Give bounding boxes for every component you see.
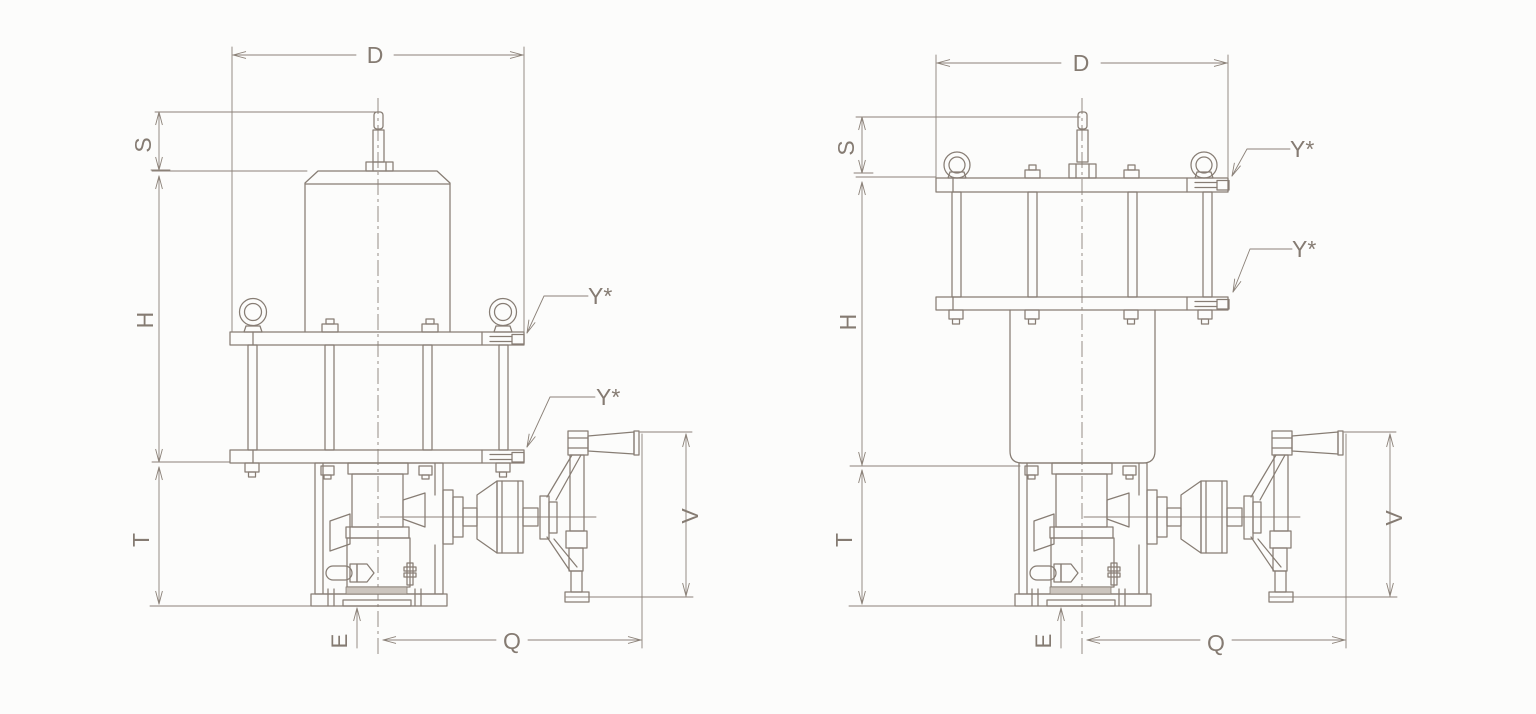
top-flange-left <box>229 331 525 346</box>
callout-y-top-right: Y* <box>1290 136 1314 162</box>
dim-label-d-left: D <box>367 42 384 68</box>
callout-y-bottom-right: Y* <box>1292 236 1316 262</box>
dim-label-v-left: V <box>677 508 703 524</box>
dim-label-t-right: T <box>831 533 857 547</box>
flange-bolts-left <box>321 318 439 333</box>
cylinder-left <box>304 170 451 333</box>
right-view: D S H T E Q V Y* Y* <box>831 50 1407 657</box>
eyebolt-icon <box>943 151 1218 179</box>
dim-label-d-right: D <box>1073 50 1090 76</box>
dim-label-e-left: E <box>327 634 352 649</box>
dimensions-left <box>149 46 596 607</box>
top-flange-right <box>935 177 1230 193</box>
dim-label-s-right: S <box>833 140 859 155</box>
dim-label-v-right: V <box>1381 510 1407 526</box>
left-view: D S H T E Q V Y* Y* <box>128 42 703 657</box>
dim-label-e-right: E <box>1031 634 1056 649</box>
dimensions-right <box>848 54 1293 607</box>
callout-y-bottom-left: Y* <box>596 384 620 410</box>
callout-y-top-left: Y* <box>588 283 612 309</box>
cylinder-right <box>1009 309 1156 464</box>
dim-label-s-left: S <box>130 137 156 152</box>
dim-label-h-right: H <box>835 314 861 331</box>
dim-label-q-right: Q <box>1207 630 1225 656</box>
eyebolt-icon <box>238 297 518 333</box>
dim-label-q-left: Q <box>503 628 521 654</box>
dim-label-h-left: H <box>132 312 158 329</box>
bottom-flange-left <box>229 449 525 478</box>
flange-bolts-right <box>1024 164 1140 179</box>
dim-label-t-left: T <box>128 533 154 547</box>
second-flange-right <box>935 296 1230 325</box>
